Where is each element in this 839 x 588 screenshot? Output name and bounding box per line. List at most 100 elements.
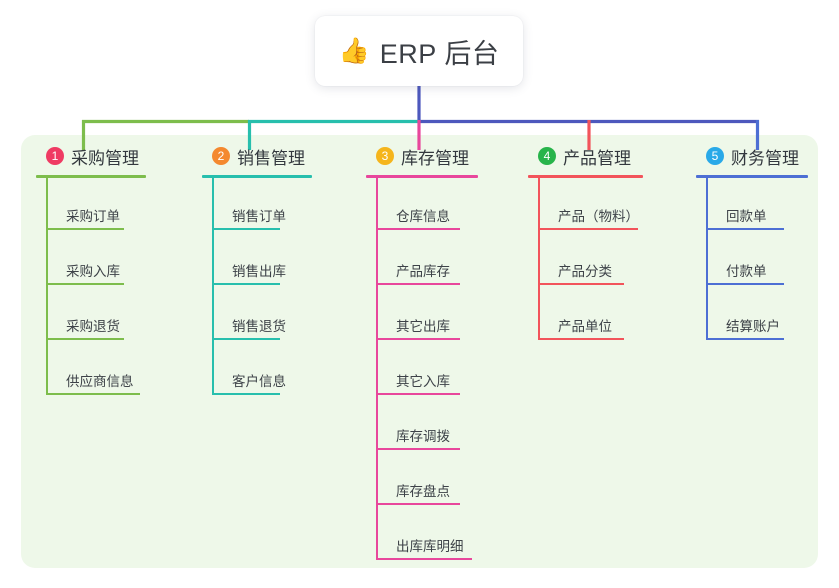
list-item[interactable]: 采购入库	[36, 233, 188, 288]
column-underline	[366, 175, 478, 178]
list-item[interactable]: 产品单位	[528, 288, 688, 343]
root-node-erp-backend[interactable]: 👍 ERP 后台	[315, 16, 523, 86]
item-label: 采购入库	[66, 264, 120, 279]
list-item[interactable]: 其它入库	[366, 343, 514, 398]
item-label: 销售订单	[232, 209, 286, 224]
item-label: 出库库明细	[396, 539, 464, 554]
list-item[interactable]: 采购退货	[36, 288, 188, 343]
item-rule	[46, 338, 124, 340]
item-label: 产品分类	[558, 264, 612, 279]
column-underline	[696, 175, 808, 178]
item-rule	[538, 228, 638, 230]
column-header[interactable]: 1 采购管理	[36, 144, 188, 168]
item-rule	[212, 393, 280, 395]
column-items: 产品（物料） 产品分类 产品单位	[528, 178, 688, 343]
column-title: 财务管理	[731, 148, 799, 168]
item-rule	[706, 338, 784, 340]
item-label: 采购订单	[66, 209, 120, 224]
column-header[interactable]: 2 销售管理	[202, 144, 342, 168]
list-item[interactable]: 出库库明细	[366, 508, 514, 563]
column-underline	[202, 175, 312, 178]
list-item[interactable]: 产品（物料）	[528, 178, 688, 233]
column-title: 销售管理	[237, 148, 305, 168]
column-stem	[538, 178, 540, 340]
list-item[interactable]: 采购订单	[36, 178, 188, 233]
item-label: 库存调拨	[396, 429, 450, 444]
column-purchase-management: 1 采购管理 采购订单 采购入库 采购退货 供应商信	[36, 144, 188, 398]
column-badge: 3	[376, 147, 394, 165]
diagram-panel	[21, 135, 818, 568]
item-rule	[376, 228, 460, 230]
item-label: 采购退货	[66, 319, 120, 334]
item-rule	[376, 503, 460, 505]
list-item[interactable]: 回款单	[696, 178, 816, 233]
column-stem	[376, 178, 378, 560]
column-header[interactable]: 5 财务管理	[696, 144, 816, 168]
item-label: 产品（物料）	[558, 209, 639, 224]
item-label: 库存盘点	[396, 484, 450, 499]
column-stem	[706, 178, 708, 340]
list-item[interactable]: 客户信息	[202, 343, 342, 398]
root-node-title: ERP 后台	[379, 38, 500, 69]
item-rule	[46, 283, 124, 285]
column-badge: 4	[538, 147, 556, 165]
item-label: 回款单	[726, 209, 767, 224]
list-item[interactable]: 产品分类	[528, 233, 688, 288]
item-label: 产品库存	[396, 264, 450, 279]
item-rule	[538, 338, 624, 340]
item-label: 产品单位	[558, 319, 612, 334]
column-stem	[46, 178, 48, 395]
column-underline	[528, 175, 643, 178]
column-header[interactable]: 4 产品管理	[528, 144, 688, 168]
column-title: 采购管理	[71, 148, 139, 168]
list-item[interactable]: 库存盘点	[366, 453, 514, 508]
column-items: 回款单 付款单 结算账户	[696, 178, 816, 343]
item-rule	[706, 228, 784, 230]
list-item[interactable]: 其它出库	[366, 288, 514, 343]
list-item[interactable]: 产品库存	[366, 233, 514, 288]
list-item[interactable]: 供应商信息	[36, 343, 188, 398]
column-items: 销售订单 销售出库 销售退货 客户信息	[202, 178, 342, 398]
list-item[interactable]: 仓库信息	[366, 178, 514, 233]
list-item[interactable]: 结算账户	[696, 288, 816, 343]
column-items: 采购订单 采购入库 采购退货 供应商信息	[36, 178, 188, 398]
item-rule	[212, 338, 280, 340]
list-item[interactable]: 销售出库	[202, 233, 342, 288]
column-badge: 5	[706, 147, 724, 165]
column-finance-management: 5 财务管理 回款单 付款单 结算账户	[696, 144, 816, 343]
item-label: 销售出库	[232, 264, 286, 279]
item-label: 客户信息	[232, 374, 286, 389]
list-item[interactable]: 库存调拨	[366, 398, 514, 453]
item-rule	[376, 338, 460, 340]
list-item[interactable]: 销售退货	[202, 288, 342, 343]
item-label: 付款单	[726, 264, 767, 279]
item-rule	[376, 558, 472, 560]
column-underline	[36, 175, 146, 178]
item-rule	[376, 283, 460, 285]
thumbs-up-icon: 👍	[338, 36, 370, 65]
item-rule	[212, 283, 280, 285]
column-title: 库存管理	[401, 148, 469, 168]
item-label: 供应商信息	[66, 374, 134, 389]
column-inventory-management: 3 库存管理 仓库信息 产品库存 其它出库 其它入库	[366, 144, 514, 563]
column-sales-management: 2 销售管理 销售订单 销售出库 销售退货 客户信息	[202, 144, 342, 398]
list-item[interactable]: 销售订单	[202, 178, 342, 233]
column-items: 仓库信息 产品库存 其它出库 其它入库 库存调拨	[366, 178, 514, 563]
column-stem	[212, 178, 214, 395]
item-rule	[376, 393, 460, 395]
column-badge: 2	[212, 147, 230, 165]
column-badge: 1	[46, 147, 64, 165]
item-label: 仓库信息	[396, 209, 450, 224]
column-header[interactable]: 3 库存管理	[366, 144, 514, 168]
item-label: 结算账户	[726, 319, 780, 334]
item-rule	[538, 283, 624, 285]
item-label: 其它出库	[396, 319, 450, 334]
item-rule	[46, 393, 140, 395]
item-label: 其它入库	[396, 374, 450, 389]
item-rule	[212, 228, 280, 230]
item-rule	[706, 283, 784, 285]
list-item[interactable]: 付款单	[696, 233, 816, 288]
item-rule	[46, 228, 124, 230]
item-rule	[376, 448, 460, 450]
